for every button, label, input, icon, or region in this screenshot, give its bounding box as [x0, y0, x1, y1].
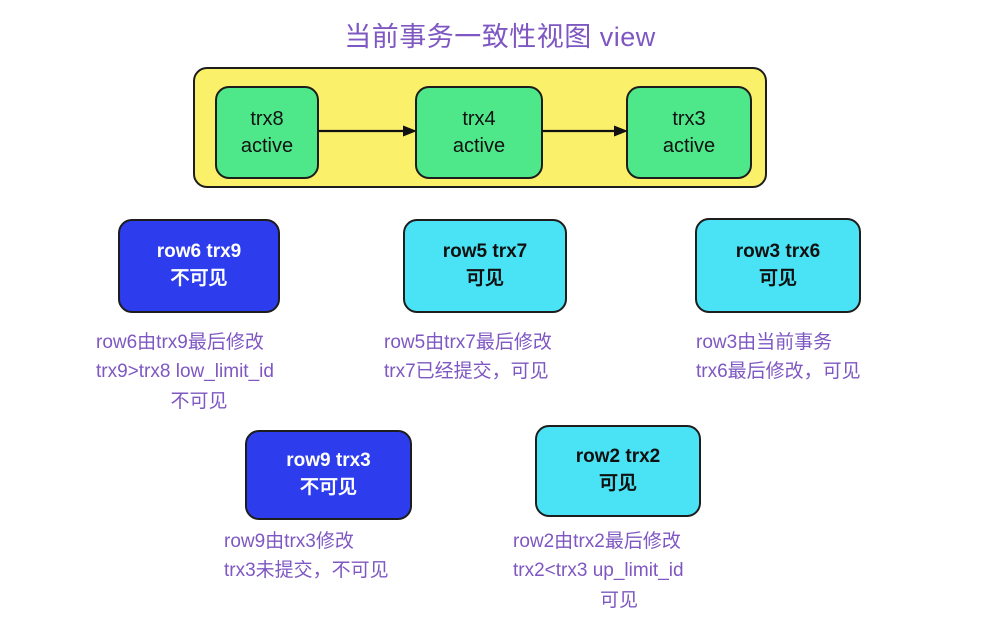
row-card-row3: row3 trx6 可见	[695, 218, 861, 313]
caption-line: trx3未提交，不可见	[224, 560, 389, 582]
row-label-row9: row9 trx3	[286, 450, 371, 472]
row-card-row6: row6 trx9 不可见	[118, 219, 280, 313]
caption-line: 不可见	[170, 390, 228, 412]
row-visibility-row3: 可见	[758, 267, 797, 289]
transaction-id-trx8: trx8	[250, 107, 284, 130]
page-title: 当前事务一致性视图 view	[344, 22, 656, 52]
caption-line: row3由当前事务	[696, 332, 833, 353]
transaction-state-trx4: active	[452, 134, 506, 157]
caption-line: row5由trx7最后修改	[384, 332, 552, 353]
row-label-row2: row2 trx2	[575, 446, 661, 468]
caption-row6: row6由trx9最后修改 trx9>trx8 low_limit_id 不可见	[96, 328, 302, 416]
transaction-state-trx3: active	[662, 134, 716, 157]
caption-line: row6由trx9最后修改	[96, 332, 264, 353]
caption-row9: row9由trx3修改 trx3未提交，不可见	[224, 527, 440, 586]
row-visibility-row5: 可见	[465, 268, 504, 289]
caption-row5: row5由trx7最后修改 trx7已经提交，可见	[384, 328, 594, 387]
transaction-state-trx8: active	[240, 134, 294, 157]
row-label-row3: row3 trx6	[735, 240, 821, 262]
transaction-box-trx8: trx8 active	[215, 86, 319, 179]
transaction-box-trx3: trx3 active	[626, 86, 752, 179]
caption-line: row9由trx3修改	[224, 531, 354, 552]
caption-line: trx7已经提交，可见	[384, 361, 549, 383]
arrow-trx8-to-trx4	[319, 125, 417, 137]
transaction-id-trx4: trx4	[462, 107, 496, 130]
arrow-trx4-to-trx3	[543, 125, 628, 137]
row-visibility-row6: 不可见	[170, 268, 228, 289]
caption-line: trx9>trx8 low_limit_id	[96, 361, 274, 383]
caption-line: row2由trx2最后修改	[513, 531, 681, 552]
caption-line: 可见	[599, 589, 638, 611]
row-visibility-row2: 可见	[598, 473, 637, 494]
row-visibility-row9: 不可见	[299, 477, 357, 498]
row-card-row9: row9 trx3 不可见	[245, 430, 412, 520]
caption-row2: row2由trx2最后修改 trx2<trx3 up_limit_id 可见	[513, 527, 725, 615]
caption-line: trx6最后修改，可见	[696, 361, 861, 383]
caption-row3: row3由当前事务 trx6最后修改，可见	[696, 328, 906, 387]
row-label-row5: row5 trx7	[442, 241, 528, 263]
row-label-row6: row6 trx9	[156, 241, 242, 263]
transaction-id-trx3: trx3	[672, 107, 706, 130]
row-card-row5: row5 trx7 可见	[403, 219, 567, 313]
caption-line: trx2<trx3 up_limit_id	[513, 560, 684, 582]
transaction-box-trx4: trx4 active	[415, 86, 543, 179]
row-card-row2: row2 trx2 可见	[535, 425, 701, 517]
